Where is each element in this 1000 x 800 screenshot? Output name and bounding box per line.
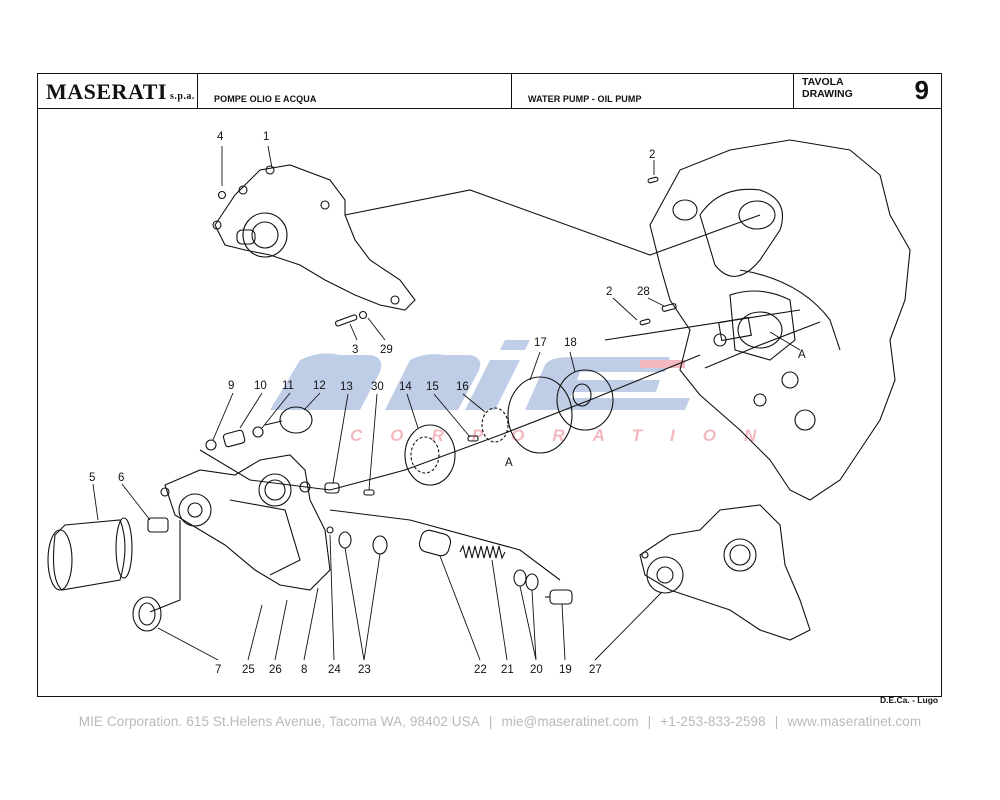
- callout: 11: [282, 380, 294, 392]
- footer-separator: |: [647, 714, 652, 729]
- footer-contact: MIE Corporation. 615 St.Helens Avenue, T…: [0, 714, 1000, 729]
- footer-separator: |: [774, 714, 779, 729]
- callout: 15: [426, 381, 439, 393]
- callout: 26: [269, 664, 282, 676]
- footer-phone: +1-253-833-2598: [660, 714, 766, 729]
- callout-labels: 1 4 2 2 28 3 29 A 17 18 9 10 11 12 13 30…: [89, 131, 806, 676]
- callout: 1: [263, 131, 269, 143]
- callout: 21: [501, 664, 514, 676]
- callout: 14: [399, 381, 412, 393]
- callout: 9: [228, 380, 234, 392]
- callout: 17: [534, 337, 547, 349]
- callout: 27: [589, 664, 602, 676]
- callout: 24: [328, 664, 341, 676]
- callout: 2: [649, 149, 655, 161]
- callout: 28: [637, 286, 650, 298]
- callout: 7: [215, 664, 221, 676]
- title-italian-cell: POMPE OLIO E ACQUA: [198, 74, 512, 108]
- callout: 29: [380, 344, 393, 356]
- callout: 22: [474, 664, 487, 676]
- callout: 20: [530, 664, 543, 676]
- callout: 25: [242, 664, 255, 676]
- callout: 6: [118, 472, 124, 484]
- callout: A: [798, 349, 806, 361]
- callout: 3: [352, 344, 358, 356]
- callout-leaders: [92, 145, 801, 661]
- callout: 16: [456, 381, 469, 393]
- callout: 13: [340, 381, 353, 393]
- drawing-number: 9: [914, 75, 929, 105]
- brand-name: MASERATI: [46, 79, 167, 104]
- footer-email-link[interactable]: mie@maseratinet.com: [501, 714, 639, 729]
- watermark-logo: CORPORATION: [270, 340, 756, 445]
- drawing-credit: D.E.Ca. - Lugo: [880, 695, 939, 705]
- title-italian: POMPE OLIO E ACQUA: [214, 94, 317, 104]
- callout: 19: [559, 664, 572, 676]
- callout: 8: [301, 664, 307, 676]
- callout: 5: [89, 472, 95, 484]
- drawing-label-it: TAVOLA: [802, 76, 844, 88]
- title-english: WATER PUMP - OIL PUMP: [528, 94, 642, 104]
- footer-website-link[interactable]: www.maseratinet.com: [787, 714, 922, 729]
- line-art: [47, 139, 911, 641]
- footer-separator: |: [488, 714, 493, 729]
- footer-company: MIE Corporation. 615 St.Helens Avenue, T…: [78, 714, 480, 729]
- drawing-label-en: DRAWING: [802, 88, 853, 100]
- callout: 30: [371, 381, 384, 393]
- callout: 23: [358, 664, 371, 676]
- drawing-label: TAVOLA DRAWING: [802, 76, 853, 100]
- callout: 12: [313, 380, 326, 392]
- callout: 10: [254, 380, 267, 392]
- callout: 2: [606, 286, 612, 298]
- callout: 18: [564, 337, 577, 349]
- callout: A: [505, 457, 513, 469]
- drawing-number-cell: TAVOLA DRAWING 9: [794, 74, 941, 108]
- title-english-cell: WATER PUMP - OIL PUMP: [512, 74, 794, 108]
- brand-suffix: s.p.a.: [169, 91, 195, 102]
- callout: 4: [217, 131, 224, 143]
